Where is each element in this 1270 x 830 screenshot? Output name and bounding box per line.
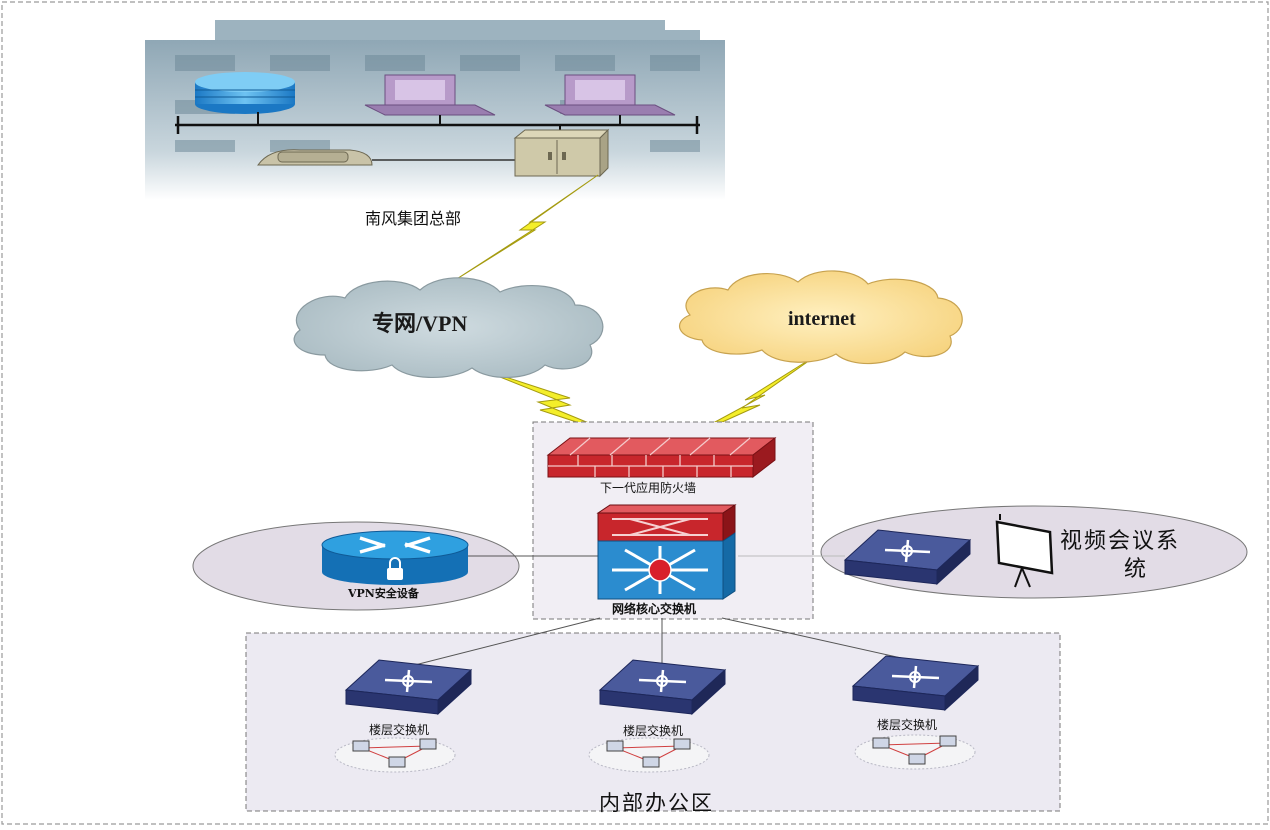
floor-switch-label-3: 楼层交换机 [877,718,938,732]
projection-screen-icon [995,514,1054,588]
floor-switch-label-1: 楼层交换机 [369,723,430,737]
lan-cluster-icon-2 [588,737,710,773]
video-switch-icon [843,529,972,586]
vpn-router-icon [321,530,469,585]
floor-switch-icon-3 [851,655,980,712]
workstation-icon [364,74,496,116]
vpn-cloud-label: 专网/VPN [372,311,468,336]
vpn-device-label: VPN安全设备 [348,587,419,600]
internet-cloud [678,270,963,365]
office-zone-title: 内部办公区 [599,791,714,815]
floor-switch-icon-1 [344,659,473,716]
core-switch-icon [596,504,737,600]
workstation-icon [544,74,676,116]
server-cabinet-icon [513,128,610,178]
floor-switch-label-2: 楼层交换机 [623,724,684,738]
video-conf-label-line2: 统 [1124,557,1147,582]
database-icon [195,72,295,114]
video-conf-label-line1: 视频会议系 [1060,529,1181,554]
internet-cloud-label: internet [788,308,856,330]
link-core-floor1 [406,617,601,668]
lan-cluster-icon-1 [334,737,456,773]
private-vpn-cloud [293,277,604,378]
telephone-icon [257,149,373,166]
firewall-label: 下一代应用防火墙 [600,481,697,495]
hq-label: 南风集团总部 [365,209,462,228]
lan-cluster-icon-3 [854,734,976,770]
hq-building [145,20,725,200]
floor-switch-icon-2 [598,659,727,716]
link-core-floor3 [721,617,911,661]
core-switch-label: 网络核心交换机 [612,602,697,616]
firewall-icon [546,436,777,479]
